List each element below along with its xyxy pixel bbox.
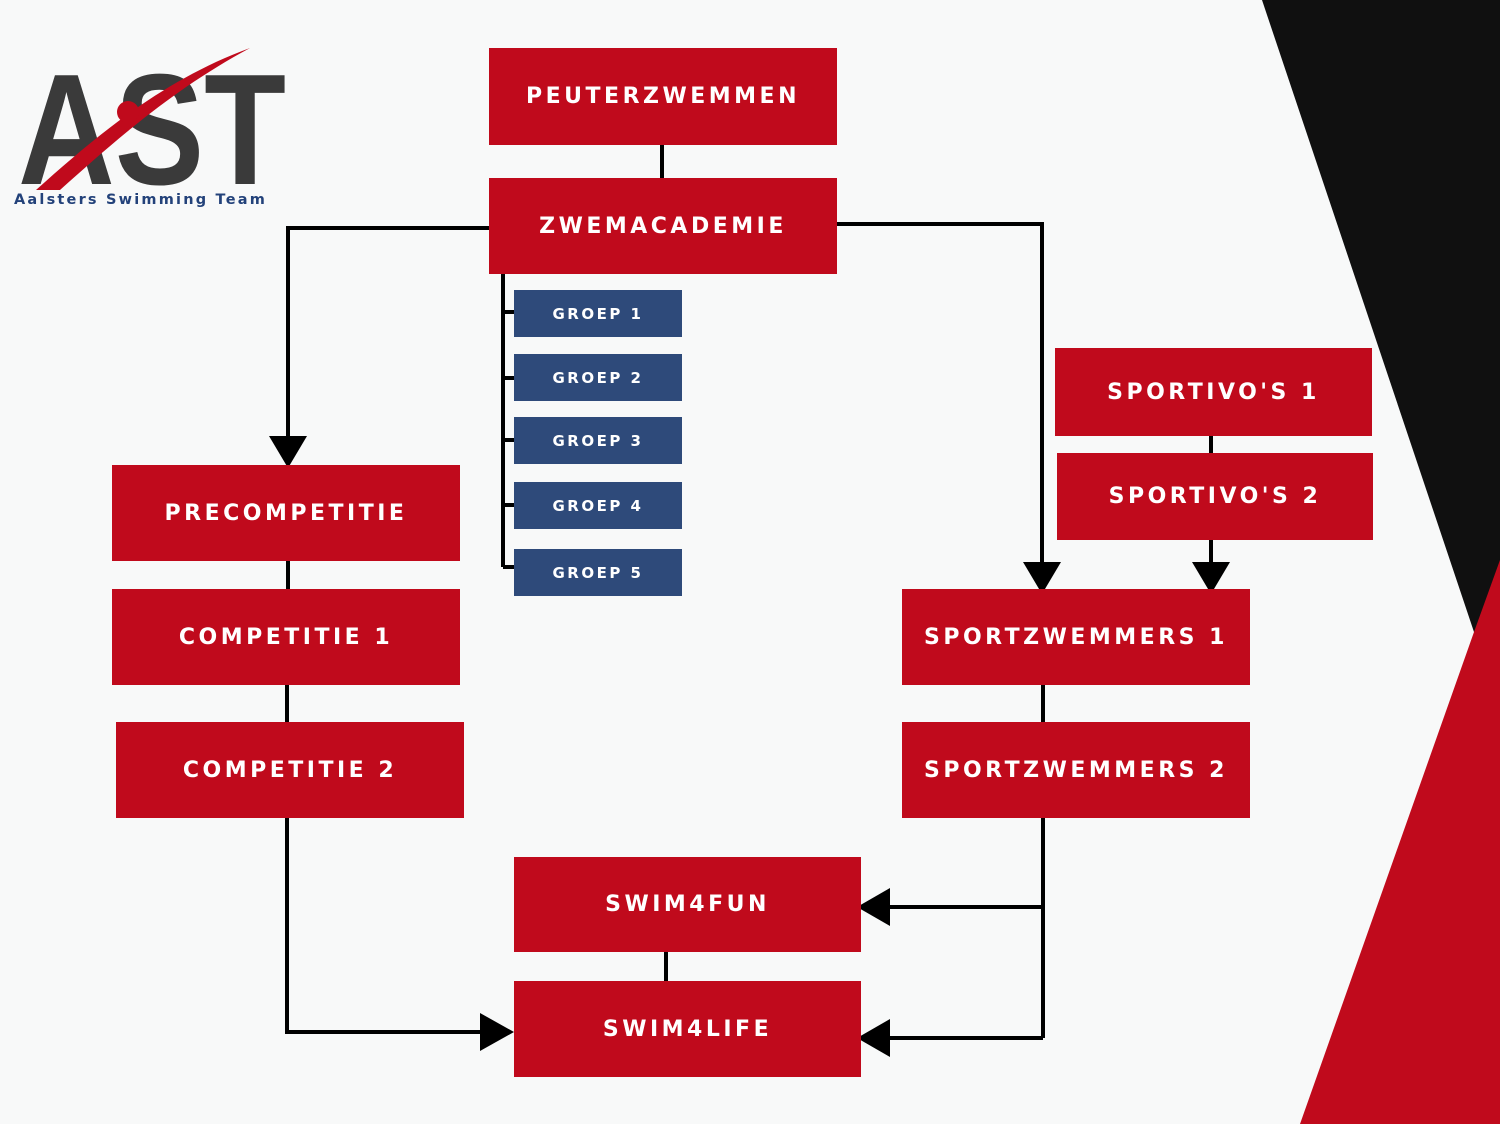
node-competitie-2: COMPETITIE 2: [116, 722, 464, 818]
corner-black-shape: [1262, 0, 1500, 632]
node-groep-2: GROEP 2: [514, 354, 682, 401]
arrowhead-sportzwemmers1-right: [1192, 562, 1230, 594]
node-competitie-1: COMPETITIE 1: [112, 589, 460, 685]
node-groep-1: GROEP 1: [514, 290, 682, 337]
node-peuterzwemmen: PEUTERZWEMMEN: [489, 48, 837, 145]
node-groep-5: GROEP 5: [514, 549, 682, 596]
arrowhead-swim4life-right: [857, 1019, 890, 1057]
arrowhead-sportzwemmers1-left: [1023, 562, 1061, 594]
node-sportzwemmers-1: SPORTZWEMMERS 1: [902, 589, 1250, 685]
node-groep-3: GROEP 3: [514, 417, 682, 464]
logo-tagline: Aalsters Swimming Team: [14, 192, 268, 208]
node-swim4fun: SWIM4FUN: [514, 857, 861, 952]
logo-swimmer-head: [117, 101, 139, 123]
connector-zwemacademie-sportzwemmers1: [837, 222, 1044, 565]
node-swim4life: SWIM4LIFE: [514, 981, 861, 1077]
connector-competitie2-swim4life: [285, 818, 484, 1034]
logo-letters: AST: [18, 46, 286, 216]
arrowhead-swim4fun: [857, 888, 890, 926]
node-groep-4: GROEP 4: [514, 482, 682, 529]
arrowhead-swim4life-left: [480, 1013, 514, 1051]
arrowhead-precompetitie: [269, 436, 307, 468]
node-sportivos-2: SPORTIVO'S 2: [1057, 453, 1373, 540]
ast-logo: AST: [18, 46, 286, 216]
node-zwemacademie: ZWEMACADEMIE: [489, 178, 837, 274]
corner-red-shape: [1300, 560, 1500, 1124]
logo-swoosh: [36, 48, 250, 190]
node-sportzwemmers-2: SPORTZWEMMERS 2: [902, 722, 1250, 818]
connector-zwemacademie-precompetitie: [286, 226, 489, 440]
node-precompetitie: PRECOMPETITIE: [112, 465, 460, 561]
node-sportivos-1: SPORTIVO'S 1: [1055, 348, 1372, 436]
